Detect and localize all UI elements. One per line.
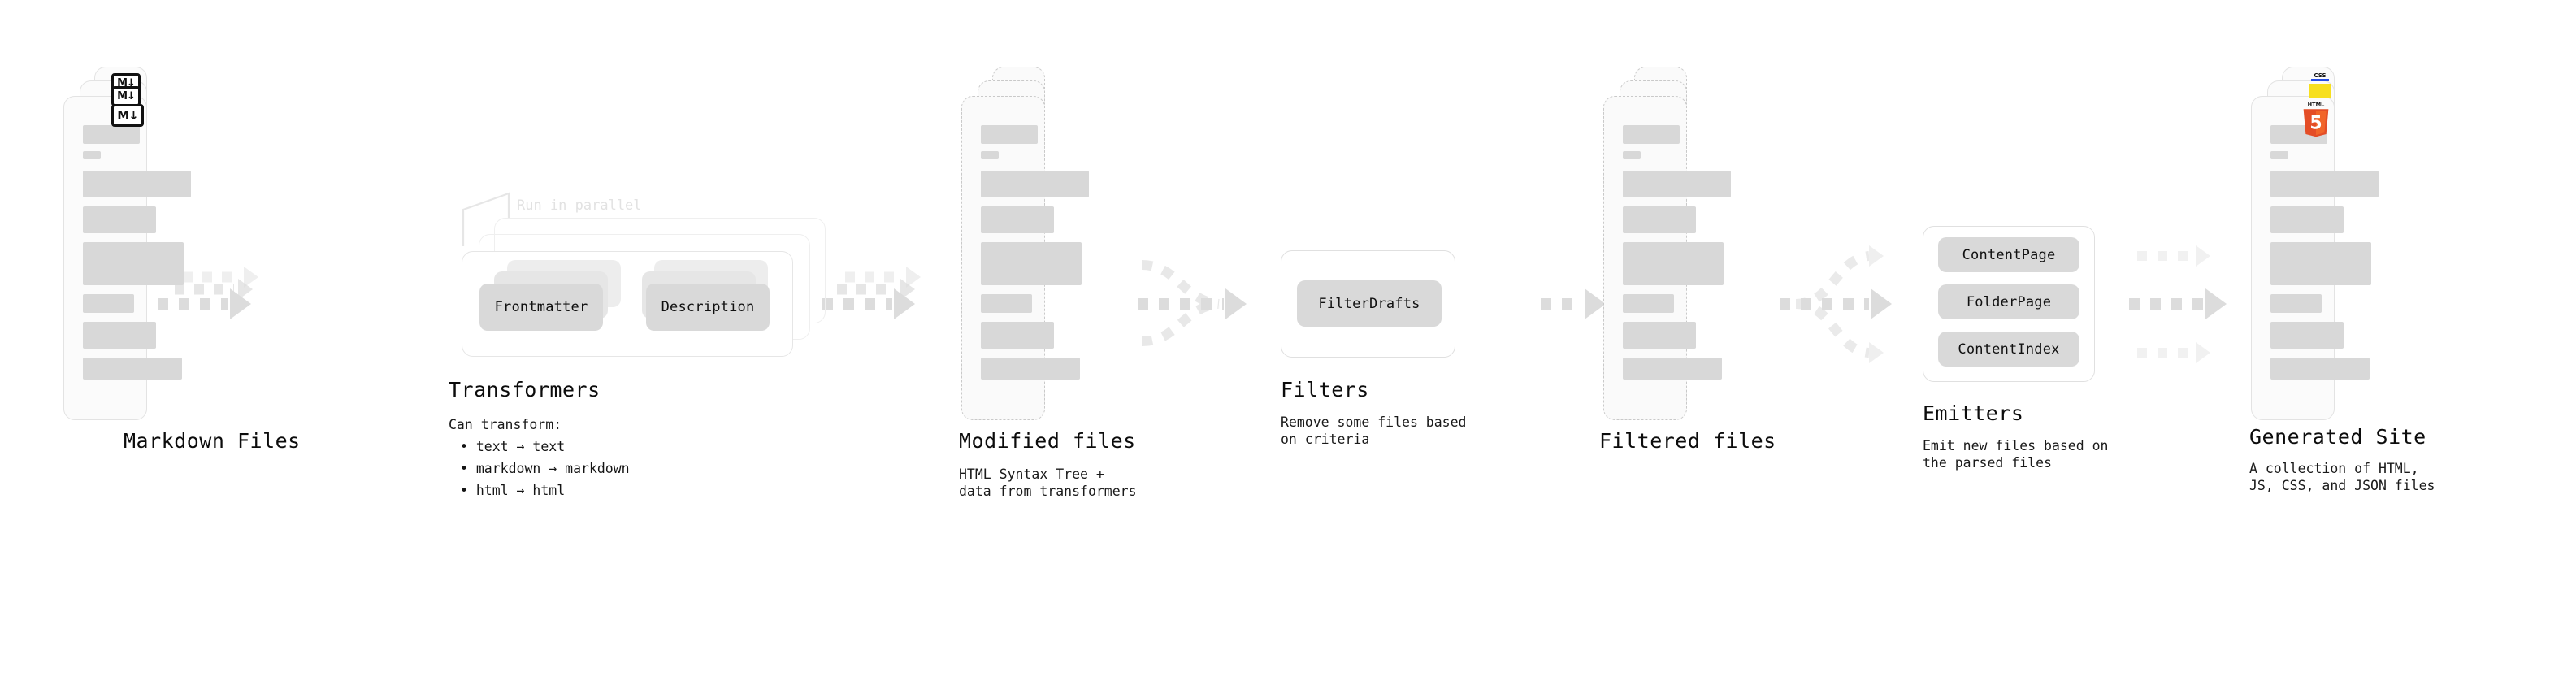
content-bar	[1623, 171, 1731, 197]
pill-contentindex-label: ContentIndex	[1958, 340, 2060, 358]
svg-text:HTML: HTML	[2308, 102, 2325, 108]
content-bar	[981, 294, 1032, 313]
pill-folderpage[interactable]: FolderPage	[1938, 284, 2079, 319]
content-bar	[1623, 151, 1641, 159]
pill-description-label: Description	[661, 299, 755, 315]
modified-files-subtitle: HTML Syntax Tree + data from transformer…	[959, 466, 1137, 499]
content-bar	[981, 206, 1054, 233]
content-bar	[83, 358, 182, 380]
content-bar	[981, 151, 999, 159]
content-bar	[981, 358, 1080, 380]
transformers-subtitle: Can transform:	[449, 417, 562, 432]
js-icon	[2309, 84, 2331, 98]
transformers-bullet-0: • text → text	[460, 439, 566, 454]
filters-subtitle: Remove some files based on criteria	[1281, 414, 1467, 447]
markdown-files-title: Markdown Files	[124, 429, 301, 453]
content-bar	[1623, 242, 1724, 285]
transformers-title: Transformers	[449, 378, 601, 401]
generated-site-subtitle: A collection of HTML, JS, CSS, and JSON …	[2249, 461, 2435, 493]
content-bar	[83, 125, 140, 144]
pill-folderpage-label: FolderPage	[1966, 293, 2052, 310]
content-bar	[2270, 171, 2379, 197]
content-bar	[2270, 294, 2322, 313]
transformers-bullet-2: • html → html	[460, 483, 566, 498]
content-bar	[2270, 358, 2370, 380]
content-bar	[1623, 125, 1680, 144]
svg-text:5: 5	[2309, 113, 2322, 133]
filtered-files-title: Filtered files	[1599, 429, 1776, 453]
content-bar	[83, 206, 156, 233]
pill-frontmatter[interactable]: Frontmatter	[479, 284, 603, 331]
html5-icon: HTML 5	[2301, 101, 2331, 137]
content-bar	[1623, 206, 1696, 233]
markdown-icon: M↓	[111, 86, 141, 106]
content-bar	[2270, 206, 2344, 233]
pill-description[interactable]: Description	[646, 284, 770, 331]
content-bar	[1623, 322, 1696, 349]
content-bar	[83, 171, 191, 197]
content-bar	[83, 242, 184, 285]
pill-contentindex[interactable]: ContentIndex	[1938, 332, 2079, 367]
emitters-title: Emitters	[1923, 401, 2024, 425]
modified-files-title: Modified files	[959, 429, 1136, 453]
content-bar	[981, 125, 1038, 144]
filters-title: Filters	[1281, 378, 1369, 401]
run-in-parallel-label: Run in parallel	[517, 197, 642, 214]
content-bar	[2270, 151, 2288, 159]
content-bar	[981, 242, 1082, 285]
svg-text:CSS: CSS	[2314, 72, 2326, 79]
css3-icon: CSS	[2309, 70, 2331, 81]
transformers-bullet-1: • markdown → markdown	[460, 461, 630, 476]
content-bar	[83, 294, 134, 313]
content-bar	[1623, 294, 1674, 313]
pill-contentpage[interactable]: ContentPage	[1938, 237, 2079, 272]
content-bar	[981, 322, 1054, 349]
content-bar	[83, 322, 156, 349]
generated-site-title: Generated Site	[2249, 425, 2426, 449]
pill-frontmatter-label: Frontmatter	[494, 299, 588, 315]
pill-contentpage-label: ContentPage	[1962, 246, 2056, 263]
pill-filterdrafts-label: FilterDrafts	[1318, 295, 1420, 312]
content-bar	[981, 171, 1089, 197]
content-bar	[2270, 322, 2344, 349]
markdown-icon-glyph: M↓	[117, 77, 136, 89]
emitters-subtitle: Emit new files based on the parsed files	[1923, 438, 2109, 471]
content-bar	[83, 151, 101, 159]
markdown-icon-glyph: M↓	[117, 107, 138, 123]
pill-filterdrafts[interactable]: FilterDrafts	[1297, 280, 1442, 327]
content-bar	[1623, 358, 1722, 380]
content-bar	[2270, 242, 2371, 285]
markdown-icon-glyph: M↓	[117, 90, 136, 102]
markdown-icon: M↓	[111, 104, 144, 127]
